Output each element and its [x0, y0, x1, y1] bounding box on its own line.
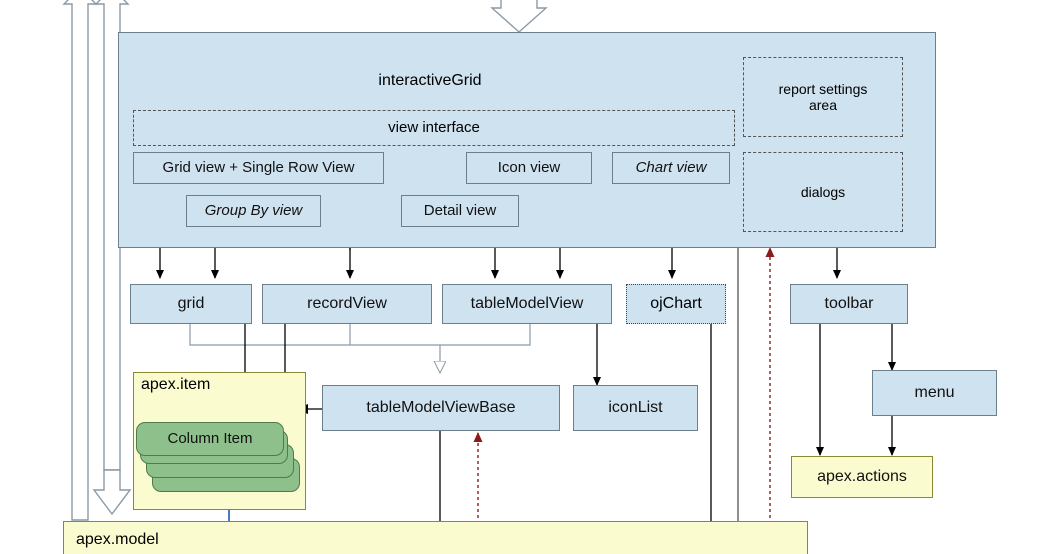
- widget-grid[interactable]: grid: [130, 284, 252, 324]
- interactive-grid-title: interactiveGrid: [378, 71, 482, 89]
- view-grid-single-row[interactable]: Grid view + Single Row View: [133, 152, 384, 184]
- apex-item-title: apex.item: [141, 376, 211, 393]
- column-item[interactable]: Column Item: [136, 422, 284, 456]
- apex-model-band[interactable]: [63, 521, 808, 554]
- incoming-block-arrow: [490, 0, 548, 33]
- widget-tablemodelview[interactable]: tableModelView: [442, 284, 612, 324]
- report-settings-area[interactable]: report settings area: [743, 57, 903, 137]
- apex-actions[interactable]: apex.actions: [791, 456, 933, 498]
- view-interface-box: view interface: [133, 110, 735, 146]
- report-settings-line2: area: [808, 97, 838, 113]
- widget-iconlist[interactable]: iconList: [573, 385, 698, 431]
- dialogs-area[interactable]: dialogs: [743, 152, 903, 232]
- widget-ojchart[interactable]: ojChart: [626, 284, 726, 324]
- inheritance-connector: [189, 324, 531, 372]
- report-settings-line1: report settings: [778, 80, 868, 97]
- widget-recordview[interactable]: recordView: [262, 284, 432, 324]
- apex-model-label: apex.model: [76, 531, 159, 548]
- view-icon[interactable]: Icon view: [466, 152, 592, 184]
- left-block-arrow-up-1: [62, 0, 98, 521]
- view-chart[interactable]: Chart view: [612, 152, 730, 184]
- widget-menu[interactable]: menu: [872, 370, 997, 416]
- widget-toolbar[interactable]: toolbar: [790, 284, 908, 324]
- view-detail[interactable]: Detail view: [401, 195, 519, 227]
- widget-tablemodelviewbase[interactable]: tableModelViewBase: [322, 385, 560, 431]
- left-block-arrow-down: [92, 469, 132, 516]
- view-group-by[interactable]: Group By view: [186, 195, 321, 227]
